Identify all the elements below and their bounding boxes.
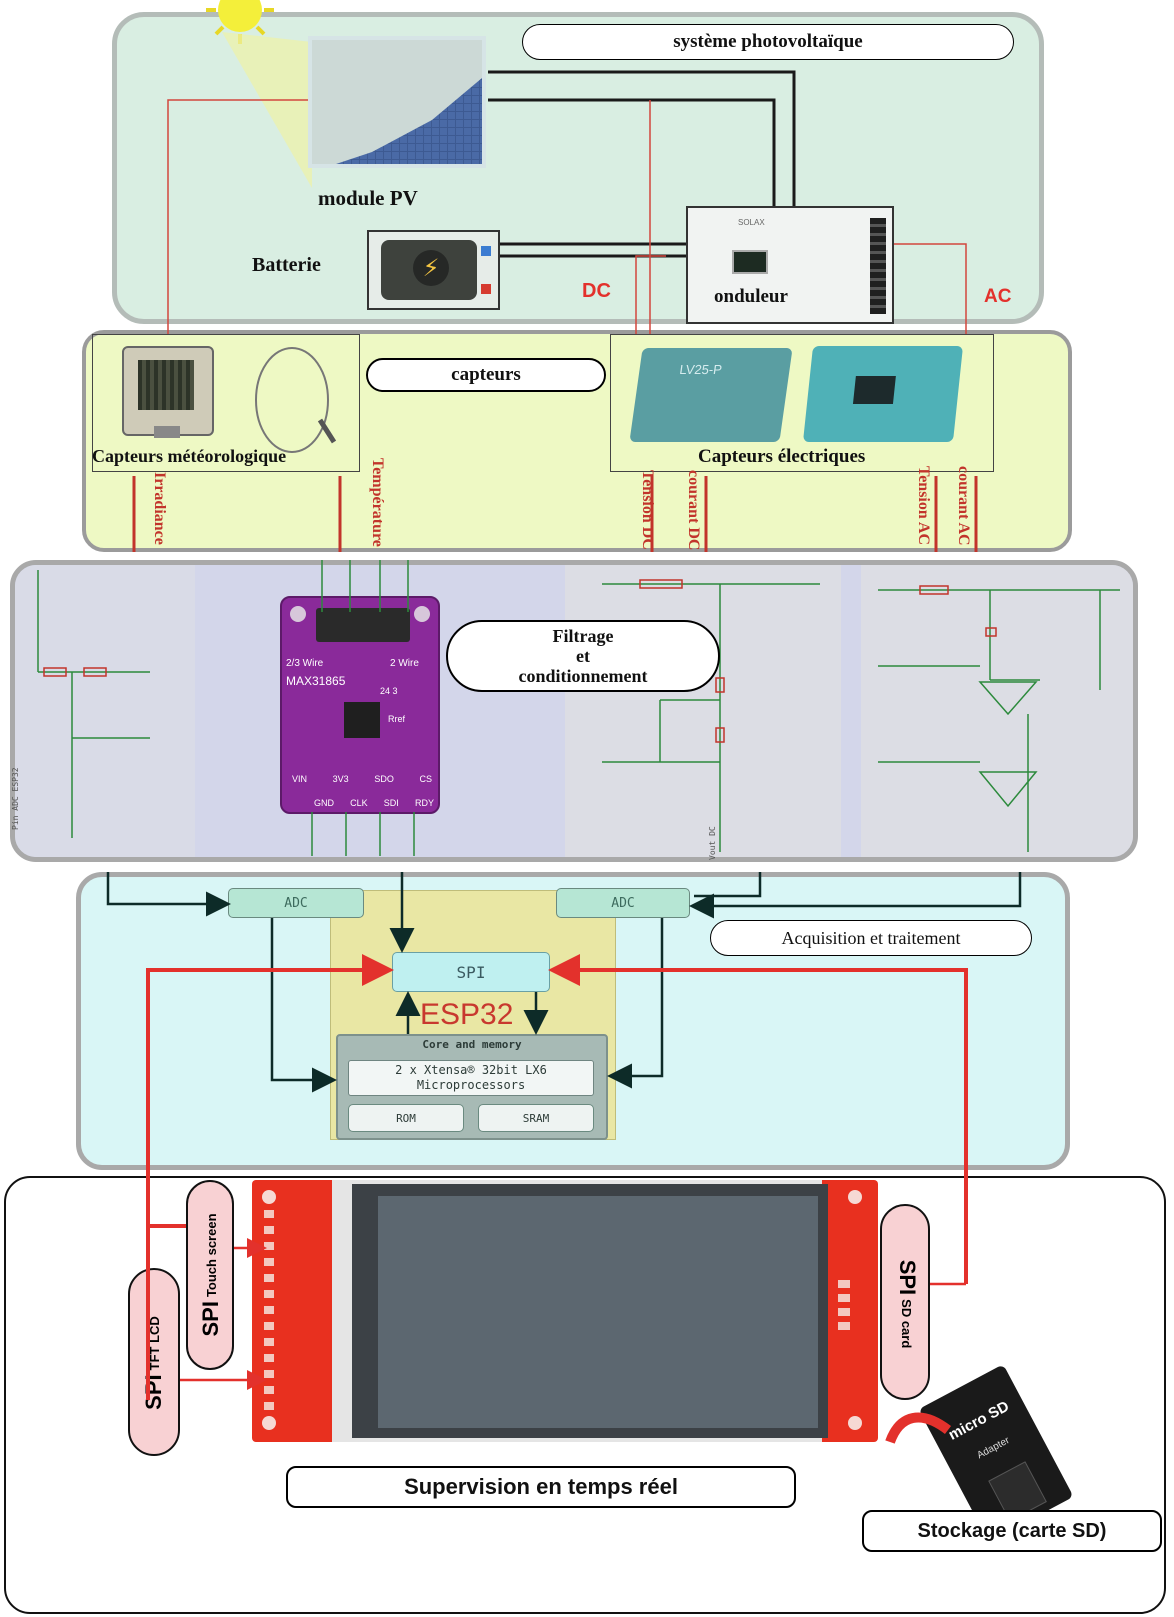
- sensor-part-label: LV25-P: [679, 362, 724, 377]
- touch-screen-label: Touch screen: [204, 1213, 219, 1297]
- pin-vin: VIN: [292, 774, 307, 784]
- dc-label: DC: [582, 280, 611, 303]
- chip-name: MAX31865: [286, 674, 345, 688]
- inverter-brand: SOLAX: [738, 218, 765, 227]
- pv-section-title: système photovoltaïque: [522, 24, 1014, 60]
- spi-sd-pill: SPI SD card: [880, 1204, 930, 1400]
- spi-tft-label: SPI: [141, 1374, 167, 1409]
- filtering-title-line3: conditionnement: [518, 666, 647, 686]
- sensors-title: capteurs: [366, 358, 606, 392]
- ac-label: AC: [984, 286, 1011, 308]
- pin-gnd: GND: [314, 798, 334, 808]
- filtering-title-line2: et: [576, 646, 590, 666]
- rom-block: ROM: [348, 1104, 464, 1132]
- pin-clk: CLK: [350, 798, 368, 808]
- filtering-panel: [10, 560, 1138, 862]
- pin-cs: CS: [419, 774, 432, 784]
- inverter-label: onduleur: [714, 286, 788, 308]
- pin-rdy: RDY: [415, 798, 434, 808]
- pin-sdi: SDI: [384, 798, 399, 808]
- current-sensor-icon: LV25-P: [629, 348, 792, 442]
- jumper-24: 24: [380, 686, 390, 696]
- sd-card-label: SD card: [900, 1299, 915, 1348]
- spi-sd-label: SPI: [894, 1260, 920, 1295]
- pv-module-label: module PV: [318, 186, 418, 211]
- esp32-label: ESP32: [420, 998, 513, 1032]
- wire-label-23: 2/3 Wire: [286, 658, 323, 669]
- lightning-icon: ⚡: [413, 250, 449, 286]
- acquisition-title: Acquisition et traitement: [710, 920, 1032, 956]
- signal-courant-dc: courant DC: [684, 470, 702, 550]
- lcd-display-icon: [252, 1180, 878, 1442]
- pin-sdo: SDO: [374, 774, 394, 784]
- supervision-title: Supervision en temps réel: [286, 1466, 796, 1508]
- filtering-title-line1: Filtrage: [553, 626, 614, 646]
- adc-right: ADC: [556, 888, 690, 918]
- adc-left: ADC: [228, 888, 364, 918]
- spi-tft-pill: SPI TFT LCD: [128, 1268, 180, 1456]
- core-title: Core and memory: [338, 1038, 606, 1051]
- jumper-3: 3: [393, 686, 398, 696]
- pv-panel-icon: [308, 36, 486, 168]
- spi-touch-pill: SPI Touch screen: [186, 1180, 234, 1370]
- rref-label: Rref: [388, 714, 405, 724]
- battery-icon: ⚡: [367, 230, 500, 310]
- signal-courant-ac: courant AC: [954, 466, 972, 546]
- core-line1: 2 x Xtensa® 32bit LX6: [349, 1063, 593, 1078]
- spi-touch-label: SPI: [198, 1301, 224, 1336]
- spi-block: SPI: [392, 952, 550, 992]
- tft-lcd-label: TFT LCD: [147, 1316, 162, 1370]
- signal-tension-ac: Tension AC: [914, 466, 932, 545]
- battery-label: Batterie: [252, 254, 321, 277]
- signal-tension-dc: Tension DC: [638, 470, 656, 550]
- filtering-title: Filtrage et conditionnement: [446, 620, 720, 692]
- current-sensor-icon: [803, 346, 963, 442]
- pyranometer-icon: [122, 346, 214, 436]
- signal-temperature: Température: [368, 458, 386, 547]
- wire-label-2: 2 Wire: [390, 658, 419, 669]
- weather-sensors-label: Capteurs météorologique: [92, 446, 286, 467]
- pin-3v3: 3V3: [333, 774, 349, 784]
- max31865-board: 2/3 Wire 2 Wire MAX31865 24 3 Rref VIN 3…: [280, 596, 440, 814]
- storage-label: Stockage (carte SD): [862, 1510, 1162, 1552]
- jumper-label: 24 3: [380, 686, 398, 696]
- signal-irradiance: Irradiance: [150, 472, 168, 545]
- core-memory-block: Core and memory 2 x Xtensa® 32bit LX6 Mi…: [336, 1034, 608, 1140]
- electrical-sensors-label: Capteurs électriques: [698, 446, 865, 468]
- core-line2: Microprocessors: [349, 1078, 593, 1093]
- sram-block: SRAM: [478, 1104, 594, 1132]
